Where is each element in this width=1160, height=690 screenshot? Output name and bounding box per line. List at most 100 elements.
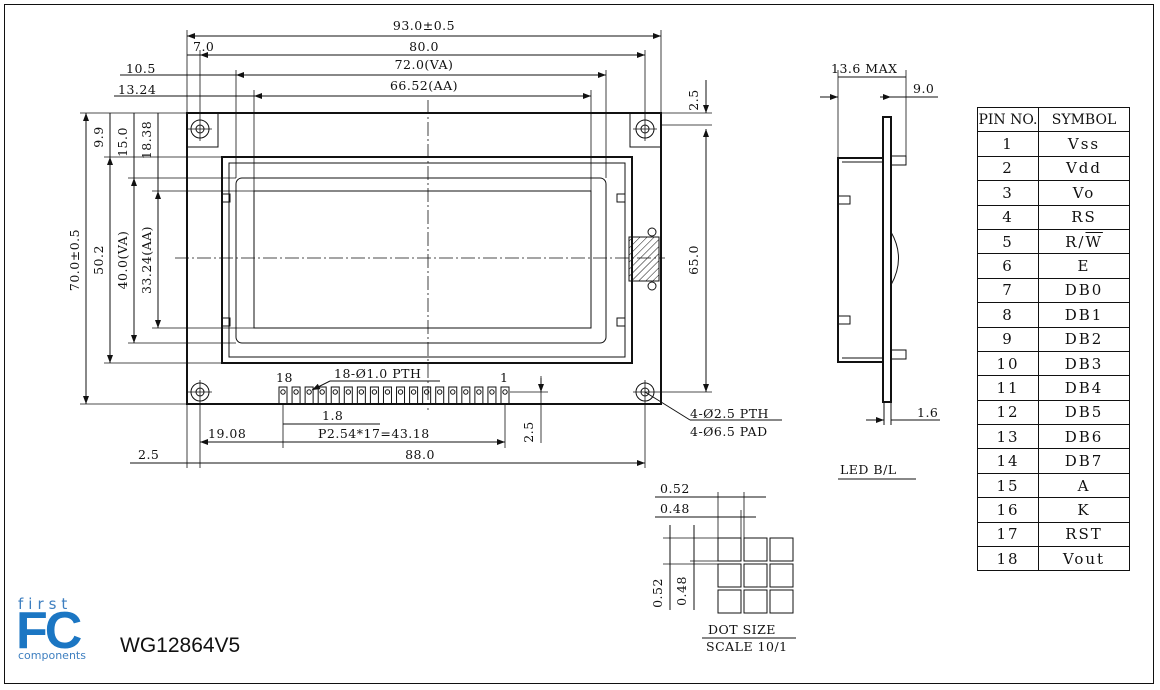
dim-dot-h: 0.48	[674, 576, 689, 606]
mount-holes-pth-label: 4-Ø2.5 PTH	[690, 406, 769, 421]
pin-number: 8	[977, 302, 1039, 328]
pin-number: 16	[977, 497, 1039, 523]
mounting-holes	[188, 117, 657, 404]
pin-hole	[423, 389, 430, 395]
pin-symbol: DB1	[1038, 302, 1130, 328]
pin-pad	[448, 386, 458, 405]
dim-dot-pitch-w: 0.52	[660, 481, 690, 496]
pin-number: 2	[977, 155, 1039, 182]
pin-symbol: DB6	[1038, 424, 1130, 450]
lcd-dot	[743, 563, 768, 588]
dot-scale-label: SCALE 10/1	[706, 639, 788, 654]
dot-grid	[717, 537, 794, 614]
pin-number: 11	[977, 375, 1039, 401]
pin-pad	[330, 386, 340, 405]
dot-size-detail: 0.52 0.48 0.52 0.48 DOT SIZE SCALE 10/1	[650, 481, 796, 654]
dim-hole-offset-top: 2.5	[686, 89, 701, 110]
dim-pin-offset-bottom: 2.5	[521, 421, 536, 442]
pin-symbol: DB7	[1038, 448, 1130, 474]
pin-pad	[474, 386, 484, 405]
led-bump	[890, 231, 899, 286]
pin-hole	[306, 389, 312, 395]
pad-top-right	[629, 112, 662, 148]
drawing-frame	[4, 4, 1154, 684]
pin-pad	[422, 386, 432, 405]
first-components-logo: first FC components	[16, 595, 100, 665]
pin-number: 12	[977, 399, 1039, 426]
pin-hole	[463, 389, 469, 395]
model-number: WG12864V5	[120, 634, 241, 657]
side-module-body	[837, 157, 883, 363]
pin-symbol: DB4	[1038, 375, 1130, 401]
pin-hole	[319, 389, 325, 395]
dot-size-title: DOT SIZE	[708, 622, 776, 637]
dim-view-area-height: 40.0(VA)	[115, 231, 130, 290]
pin-hole	[437, 389, 443, 395]
dim-offset-9-9: 9.9	[91, 126, 106, 147]
pin-hole	[384, 389, 391, 395]
pin-pad	[409, 386, 419, 405]
pin-symbol: DB2	[1038, 326, 1130, 352]
pin-number: 6	[977, 253, 1039, 279]
lcd-dot	[717, 537, 742, 562]
pin-pad	[487, 386, 497, 405]
pin-number: 13	[977, 424, 1039, 450]
pin-symbol: RS	[1038, 204, 1130, 230]
mount-holes-pad-label: 4-Ø6.5 PAD	[690, 424, 768, 439]
lcd-dot	[743, 537, 768, 562]
dim-hole-pitch-vertical: 65.0	[686, 245, 701, 275]
pin-symbol: E	[1038, 253, 1130, 279]
lcd-dot	[743, 589, 768, 614]
symbol-header: SYMBOL	[1038, 106, 1130, 133]
pin-pad	[343, 386, 353, 405]
pin-hole	[476, 389, 482, 395]
logo-components-text: components	[18, 649, 86, 662]
led-backlight-label: LED B/L	[840, 462, 897, 477]
pin-pad	[317, 386, 327, 405]
pin-hole	[397, 389, 404, 395]
dim-active-area-width: 66.52(AA)	[390, 78, 458, 93]
pin-pad	[304, 386, 314, 405]
dim-dot-pitch-h: 0.52	[650, 578, 665, 608]
pin-hole	[358, 389, 365, 395]
dim-bezel-height: 50.2	[91, 245, 106, 275]
pin-last-label: 1	[500, 370, 508, 385]
pin-symbol: Vo	[1038, 180, 1130, 206]
logo-first-text: first	[18, 595, 73, 613]
bezel-outline	[221, 156, 633, 364]
pin-header	[278, 386, 510, 405]
pin-hole	[371, 389, 378, 395]
pin-number: 15	[977, 472, 1039, 499]
pin-number: 18	[977, 546, 1039, 572]
dim-height-overall: 70.0±0.5	[67, 229, 82, 291]
dim-width-overall: 93.0±0.5	[393, 18, 455, 33]
pin-symbol: DB3	[1038, 350, 1130, 377]
dim-offset-18-38: 18.38	[139, 121, 154, 159]
logo-fc-text: FC	[16, 602, 82, 660]
lcd-dot	[769, 589, 794, 614]
pin-pad	[356, 386, 366, 405]
pin-hole	[502, 389, 508, 395]
lcd-dot	[769, 563, 794, 588]
pin-pad	[291, 386, 301, 405]
lcd-dot	[769, 537, 794, 562]
pin-no-header: PIN NO.	[977, 106, 1039, 133]
dim-offset-15-0: 15.0	[115, 127, 130, 157]
dim-hole-pitch-80: 80.0	[409, 39, 439, 54]
pin-symbol: A	[1038, 472, 1130, 499]
